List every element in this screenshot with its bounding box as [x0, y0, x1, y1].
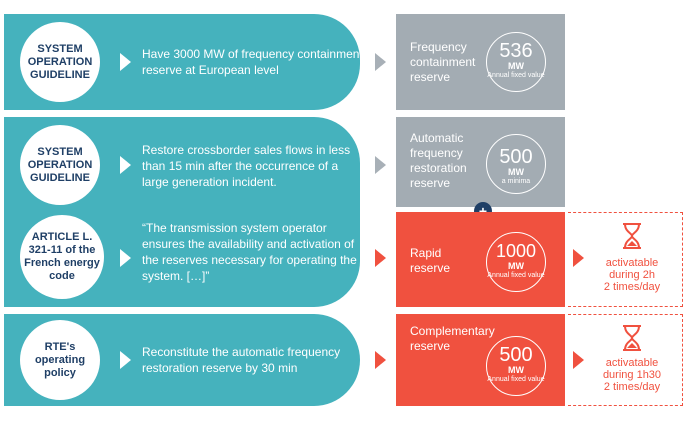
source-circle-1: SYSTEM OPERATION GUIDELINE: [20, 22, 100, 102]
reserve-value-ring: 500 MW a minima: [486, 134, 546, 194]
reserve-value: 500: [499, 146, 533, 168]
reserve-value: 536: [499, 40, 533, 62]
source-circle-4: RTE's operating policy: [20, 320, 100, 400]
play-arrow-icon: [375, 156, 386, 174]
activation-line: 2 times/day: [603, 381, 661, 393]
play-arrow-icon: [120, 156, 131, 174]
reserve-note: Annual fixed value: [487, 376, 545, 383]
activation-line: during 2h: [609, 269, 655, 281]
play-arrow-icon: [120, 351, 131, 369]
play-arrow-icon: [375, 351, 386, 369]
requirement-text-1: Have 3000 MW of frequency containment re…: [142, 47, 363, 77]
activation-line: activatable: [605, 257, 659, 269]
reserve-unit: MW: [508, 261, 524, 271]
activation-line: during 1h30: [602, 369, 662, 381]
reserve-box-automatic-frequency-restoration: Automatic frequency restoration reserve …: [396, 117, 565, 207]
activation-text-complementary: activatable during 1h30 2 times/day: [577, 357, 687, 393]
reserve-note: Annual fixed value: [487, 272, 545, 279]
activation-box-complementary: [568, 314, 683, 406]
reserve-value: 500: [499, 344, 533, 366]
reserve-name: Frequency containment reserve: [410, 40, 476, 84]
source-circle-3: ARTICLE L. 321-11 of the French energy c…: [20, 215, 104, 299]
requirement-text-2: Restore crossborder sales flows in less …: [142, 143, 351, 189]
reserve-value: 1000: [495, 241, 537, 261]
play-arrow-icon: [375, 249, 386, 267]
reserve-note: a minima: [501, 178, 531, 185]
play-arrow-icon: [120, 249, 131, 267]
reserve-box-frequency-containment: Frequency containment reserve 536 MW Ann…: [396, 14, 565, 110]
play-arrow-icon: [573, 249, 584, 267]
reserve-name: Complementary reserve: [410, 324, 495, 353]
activation-line: activatable: [605, 357, 659, 369]
source-circle-2: SYSTEM OPERATION GUIDELINE: [20, 125, 100, 205]
reserve-box-rapid: Rapid reserve 1000 MW Annual fixed value: [396, 212, 565, 307]
activation-box-rapid: [568, 212, 683, 307]
reserve-note: Annual fixed value: [487, 72, 545, 79]
reserve-name: Automatic frequency restoration reserve: [410, 131, 467, 190]
activation-text-rapid: activatable during 2h 2 times/day: [577, 257, 687, 293]
reserve-box-complementary: Complementary reserve 500 MW Annual fixe…: [396, 314, 565, 406]
reserve-value-ring: 1000 MW Annual fixed value: [486, 232, 546, 292]
reserve-unit: MW: [508, 365, 524, 375]
play-arrow-icon: [573, 351, 584, 369]
reserve-unit: MW: [508, 61, 524, 71]
activation-line: 2 times/day: [603, 281, 661, 293]
play-arrow-icon: [375, 53, 386, 71]
reserve-unit: MW: [508, 167, 524, 177]
hourglass-icon: [623, 325, 641, 351]
hourglass-icon: [623, 223, 641, 249]
requirement-text-4: Reconstitute the automatic frequency res…: [142, 345, 341, 375]
reserve-value-ring: 536 MW Annual fixed value: [486, 32, 546, 92]
reserve-value-ring: 500 MW Annual fixed value: [486, 336, 546, 396]
play-arrow-icon: [120, 53, 131, 71]
requirement-text-3: “The transmission system operator ensure…: [142, 221, 357, 283]
reserve-name: Rapid reserve: [410, 246, 451, 275]
